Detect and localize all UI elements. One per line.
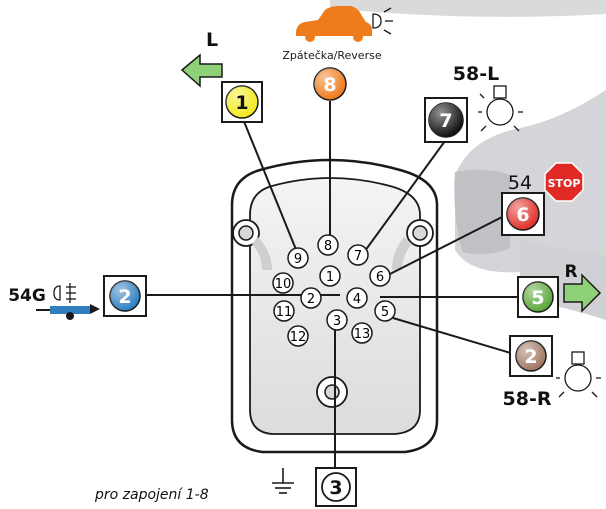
label-54: 54	[508, 172, 532, 194]
car-icon	[296, 6, 372, 42]
pin-12: 12	[287, 325, 309, 347]
pin-11: 11	[273, 300, 295, 322]
wire-badge-3: 3	[315, 467, 357, 507]
pin-13: 13	[351, 322, 373, 344]
svg-text:2: 2	[524, 346, 537, 368]
svg-text:1: 1	[326, 270, 334, 285]
svg-text:3: 3	[333, 314, 341, 329]
footer-text: pro zapojení 1-8	[94, 487, 209, 503]
ground-icon	[272, 468, 294, 494]
label-58r: 58-R	[503, 388, 552, 410]
svg-text:7: 7	[439, 110, 452, 132]
svg-text:6: 6	[516, 204, 529, 226]
fog-lamp-icon	[53, 283, 76, 303]
pin-4: 4	[346, 287, 368, 309]
trailer-icon	[36, 304, 100, 320]
svg-text:8: 8	[323, 74, 336, 96]
pin-7: 7	[347, 244, 369, 266]
svg-text:11: 11	[276, 305, 293, 320]
svg-text:1: 1	[235, 92, 248, 114]
wire-badge-7: 7	[424, 97, 468, 143]
svg-text:10: 10	[275, 277, 292, 292]
stop-sign-icon: STOP	[544, 162, 584, 202]
svg-text:8: 8	[324, 239, 332, 254]
arrow-left-icon	[180, 53, 223, 88]
bulb-icon	[478, 85, 523, 132]
wire-badge-6: 6	[501, 192, 545, 236]
label-58l: 58-L	[453, 63, 499, 85]
svg-text:7: 7	[354, 249, 362, 264]
svg-text:STOP: STOP	[548, 177, 581, 190]
svg-text:3: 3	[329, 477, 342, 499]
svg-text:2: 2	[118, 286, 131, 308]
pin-10: 10	[272, 272, 294, 294]
reverse-label: Zpátečka/Reverse	[282, 49, 381, 62]
pin-8: 8	[317, 234, 339, 256]
socket-pins: 1 2 3 4 5 6 7 8 9 10 11 12 13	[272, 234, 396, 347]
wire-badge-5: 5	[517, 276, 559, 318]
pin-3: 3	[326, 309, 348, 331]
pin-5: 5	[374, 300, 396, 322]
svg-text:13: 13	[354, 327, 371, 342]
arrow-right-icon	[563, 273, 602, 313]
svg-text:4: 4	[353, 292, 361, 307]
svg-text:5: 5	[381, 305, 389, 320]
left-label: L	[206, 29, 218, 51]
pin-2: 2	[300, 287, 322, 309]
svg-text:2: 2	[307, 292, 315, 307]
label-54g: 54G	[8, 286, 46, 306]
wire-lines	[138, 101, 520, 472]
wire-badge-2-brown: 2	[509, 335, 553, 377]
right-label: R	[564, 262, 577, 282]
reverse-lamp-icon	[372, 7, 393, 35]
svg-text:6: 6	[376, 270, 384, 285]
wire-badge-2-blue: 2	[103, 275, 147, 317]
pin-6: 6	[369, 265, 391, 287]
wire-badge-1: 1	[221, 81, 263, 123]
pin-9: 9	[287, 247, 309, 269]
wire-badge-8: 8	[313, 67, 347, 101]
pin-1: 1	[319, 265, 341, 287]
svg-text:5: 5	[531, 287, 544, 309]
svg-text:9: 9	[294, 252, 302, 267]
bulb-icon	[556, 351, 601, 398]
svg-text:12: 12	[290, 330, 307, 345]
